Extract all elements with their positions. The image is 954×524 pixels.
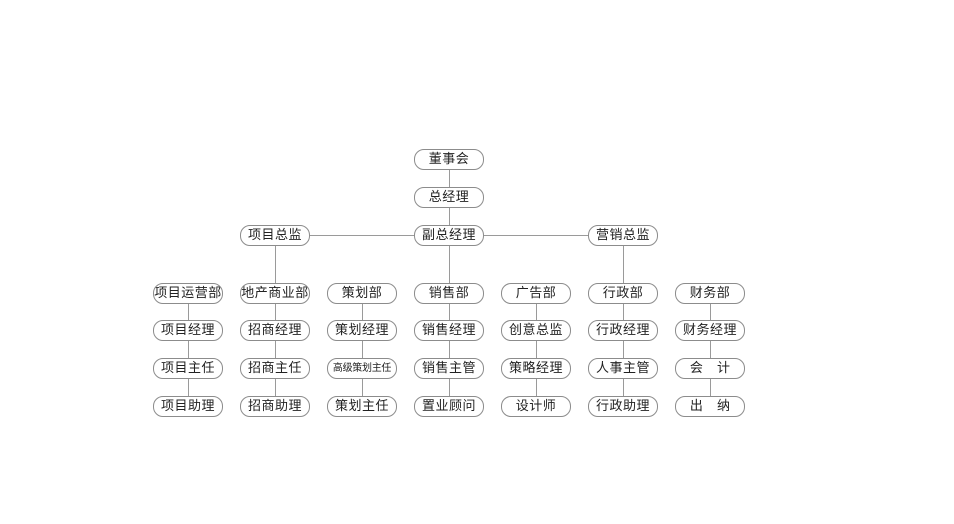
node-vice-general-manager: 副总经理: [414, 225, 484, 246]
role-admin-manager: 行政经理: [588, 320, 658, 341]
role-planning-supervisor: 策划主任: [327, 396, 397, 417]
role-cashier: 出 纳: [675, 396, 745, 417]
role-strategy-manager: 策略经理: [501, 358, 571, 379]
role-planning-manager: 策划经理: [327, 320, 397, 341]
role-sales-supervisor: 销售主管: [414, 358, 484, 379]
role-project-assistant: 项目助理: [153, 396, 223, 417]
role-finance-manager: 财务经理: [675, 320, 745, 341]
dept-planning: 策划部: [327, 283, 397, 304]
node-marketing-director: 营销总监: [588, 225, 658, 246]
role-designer: 设计师: [501, 396, 571, 417]
node-general-manager: 总经理: [414, 187, 484, 208]
role-property-consultant: 置业顾问: [414, 396, 484, 417]
role-project-manager: 项目经理: [153, 320, 223, 341]
dept-project-operations: 项目运营部: [153, 283, 223, 304]
dept-advertising: 广告部: [501, 283, 571, 304]
role-sales-manager: 销售经理: [414, 320, 484, 341]
dept-sales: 销售部: [414, 283, 484, 304]
role-hr-supervisor: 人事主管: [588, 358, 658, 379]
role-project-supervisor: 项目主任: [153, 358, 223, 379]
role-leasing-assistant: 招商助理: [240, 396, 310, 417]
dept-real-estate-commerce: 地产商业部: [240, 283, 310, 304]
role-accountant: 会 计: [675, 358, 745, 379]
node-board: 董事会: [414, 149, 484, 170]
role-creative-director: 创意总监: [501, 320, 571, 341]
dept-finance: 财务部: [675, 283, 745, 304]
dept-administration: 行政部: [588, 283, 658, 304]
role-leasing-supervisor: 招商主任: [240, 358, 310, 379]
role-admin-assistant: 行政助理: [588, 396, 658, 417]
node-project-director: 项目总监: [240, 225, 310, 246]
role-leasing-manager: 招商经理: [240, 320, 310, 341]
role-senior-planning-supervisor: 高级策划主任: [327, 358, 397, 379]
